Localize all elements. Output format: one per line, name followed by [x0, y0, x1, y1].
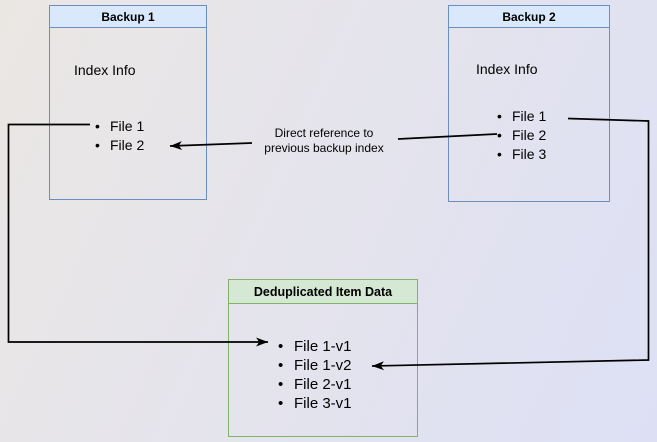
dedup-header: Deduplicated Item Data	[229, 280, 417, 304]
backup1-header: Backup 1	[50, 6, 206, 28]
dedup-item-list: File 1-v1 File 1-v2 File 2-v1 File 3-v1	[278, 337, 352, 413]
direct-reference-label-line1: Direct reference to	[274, 126, 374, 140]
backup2-title: Backup 2	[502, 9, 556, 24]
dedup-title: Deduplicated Item Data	[253, 284, 393, 299]
list-item: File 2	[497, 126, 546, 145]
backup2-file-list: File 1 File 2 File 3	[497, 107, 546, 164]
list-item: File 2-v1	[278, 375, 352, 394]
list-item: File 3-v1	[278, 394, 352, 413]
backup2-header: Backup 2	[449, 6, 609, 28]
list-item: File 1-v2	[278, 356, 352, 375]
list-item: File 3	[497, 145, 546, 164]
direct-reference-label-line2: previous backup index	[264, 141, 384, 155]
backup2-node: Backup 2	[448, 5, 610, 202]
list-item: File 1-v1	[278, 337, 352, 356]
list-item: File 1	[497, 107, 546, 126]
backup1-file-list: File 1 File 2	[95, 117, 144, 155]
list-item: File 2	[95, 136, 144, 155]
backup1-index-info-label: Index Info	[74, 62, 136, 78]
backup1-node: Backup 1	[49, 5, 207, 200]
direct-reference-label: Direct reference to previous backup inde…	[240, 126, 408, 156]
backup1-title: Backup 1	[101, 9, 155, 24]
list-item: File 1	[95, 117, 144, 136]
backup2-index-info-label: Index Info	[476, 61, 538, 77]
